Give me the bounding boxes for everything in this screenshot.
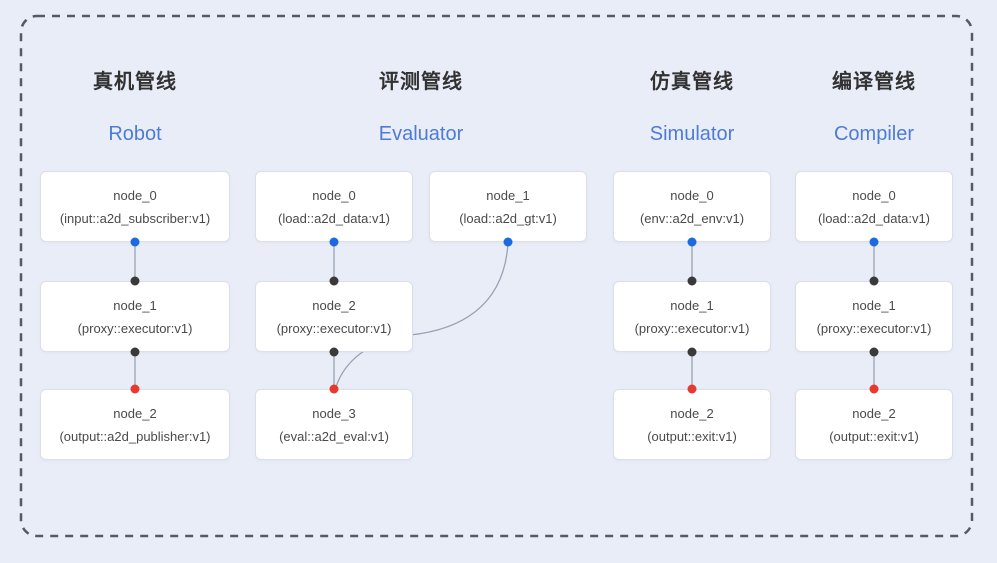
node-name: node_0 [113, 187, 157, 203]
node-box-robot-0: node_0 (input::a2d_subscriber:v1) [40, 171, 230, 242]
node-detail: (proxy::executor:v1) [77, 320, 193, 336]
node-detail: (output::exit:v1) [829, 428, 919, 444]
pipeline-subtitle-evaluator: Evaluator [378, 123, 464, 145]
node-name: node_2 [113, 405, 157, 421]
node-detail: (input::a2d_subscriber:v1) [59, 210, 211, 226]
node-box-evaluator-1: node_1 (load::a2d_gt:v1) [429, 171, 587, 242]
node-box-evaluator-3: node_3 (eval::a2d_eval:v1) [255, 389, 413, 460]
node-box-robot-2: node_2 (output::a2d_publisher:v1) [40, 389, 230, 460]
pipeline-title-evaluator: 评测管线 [379, 71, 463, 93]
node-box-simulator-2: node_2 (output::exit:v1) [613, 389, 771, 460]
node-box-compiler-0: node_0 (load::a2d_data:v1) [795, 171, 953, 242]
pipeline-subtitle-robot: Robot [108, 123, 162, 145]
node-detail: (eval::a2d_eval:v1) [279, 428, 389, 444]
node-name: node_2 [312, 297, 356, 313]
node-box-simulator-1: node_1 (proxy::executor:v1) [613, 281, 771, 352]
node-box-simulator-0: node_0 (env::a2d_env:v1) [613, 171, 771, 242]
node-detail: (proxy::executor:v1) [816, 320, 932, 336]
pipeline-title-robot: 真机管线 [93, 71, 177, 93]
node-box-robot-1: node_1 (proxy::executor:v1) [40, 281, 230, 352]
node-box-compiler-1: node_1 (proxy::executor:v1) [795, 281, 953, 352]
node-name: node_3 [312, 405, 356, 421]
node-detail: (output::a2d_publisher:v1) [59, 428, 211, 444]
node-name: node_1 [852, 297, 896, 313]
node-detail: (output::exit:v1) [647, 428, 737, 444]
node-detail: (env::a2d_env:v1) [639, 210, 745, 226]
node-detail: (load::a2d_gt:v1) [459, 210, 557, 226]
node-name: node_2 [852, 405, 896, 421]
node-name: node_0 [312, 187, 356, 203]
node-detail: (proxy::executor:v1) [276, 320, 392, 336]
node-name: node_1 [113, 297, 157, 313]
pipeline-subtitle-simulator: Simulator [649, 123, 735, 145]
node-name: node_2 [670, 405, 714, 421]
pipeline-title-simulator: 仿真管线 [650, 71, 734, 93]
node-name: node_0 [670, 187, 714, 203]
pipeline-subtitle-compiler: Compiler [833, 123, 915, 145]
node-detail: (load::a2d_data:v1) [277, 210, 391, 226]
node-detail: (proxy::executor:v1) [634, 320, 750, 336]
node-name: node_0 [852, 187, 896, 203]
node-box-evaluator-0: node_0 (load::a2d_data:v1) [255, 171, 413, 242]
node-box-evaluator-2: node_2 (proxy::executor:v1) [255, 281, 413, 352]
node-name: node_1 [670, 297, 714, 313]
node-name: node_1 [486, 187, 530, 203]
node-detail: (load::a2d_data:v1) [817, 210, 931, 226]
node-box-compiler-2: node_2 (output::exit:v1) [795, 389, 953, 460]
pipeline-title-compiler: 编译管线 [832, 71, 916, 93]
